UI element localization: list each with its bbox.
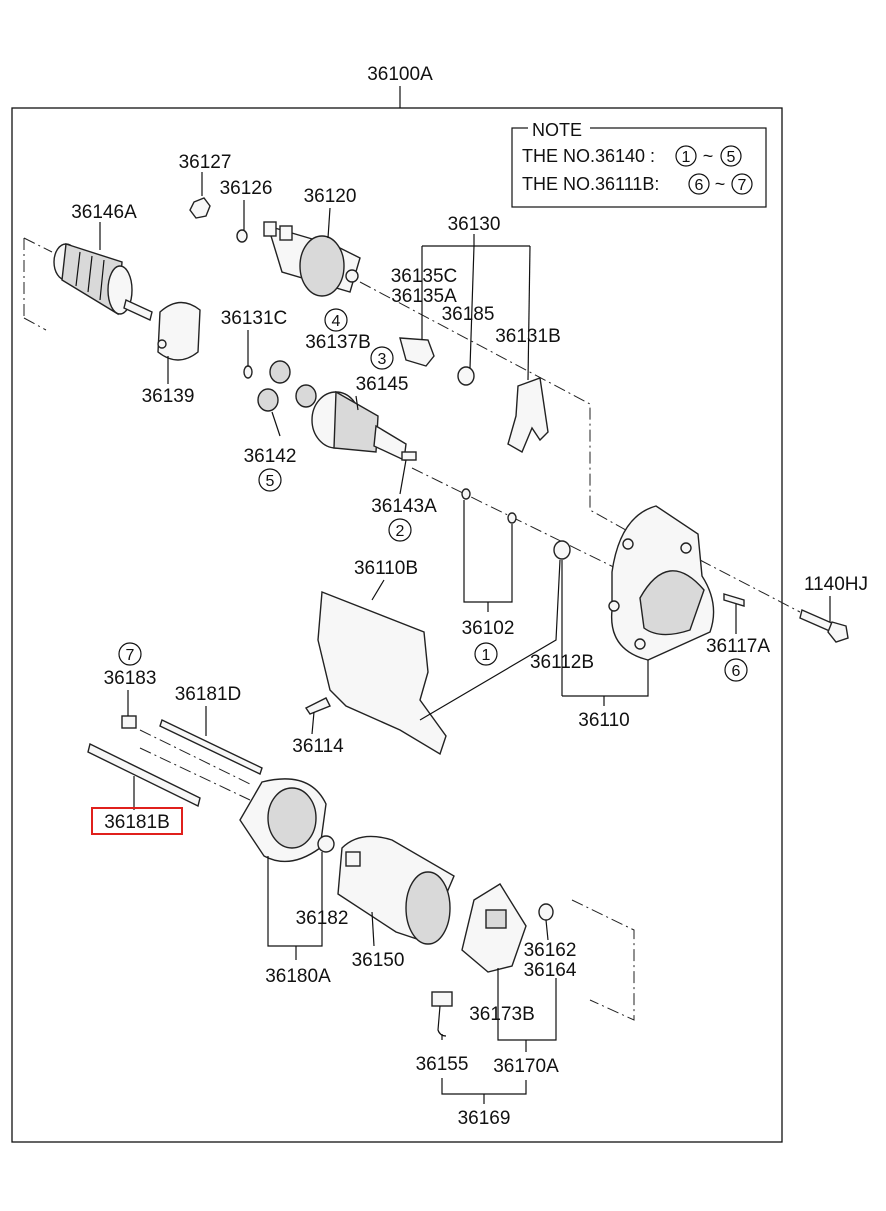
label-36100A: 36100A xyxy=(367,64,433,85)
label-36170A: 36170A xyxy=(493,1056,559,1077)
label-36127: 36127 xyxy=(179,152,232,173)
callout-1: 1 xyxy=(482,647,491,664)
leader-lines xyxy=(99,172,831,1104)
label-36114: 36114 xyxy=(292,736,344,757)
brush-holder-36170A xyxy=(461,883,527,973)
label-36180A: 36180A xyxy=(265,966,331,987)
label-36173B: 36173B xyxy=(469,1004,535,1025)
callout-3: 3 xyxy=(378,351,387,368)
solenoid-36120 xyxy=(263,221,361,297)
label-36117A: 36117A xyxy=(706,636,770,657)
lever-36131B xyxy=(507,377,549,454)
plate-36139 xyxy=(157,301,201,361)
label-36182: 36182 xyxy=(296,908,349,929)
connector-36155 xyxy=(431,991,453,1037)
label-36181D: 36181D xyxy=(175,684,242,705)
ring-36131C xyxy=(243,365,253,379)
clip-36102b xyxy=(507,512,517,524)
bushing-36112B xyxy=(553,540,571,560)
note-line1-to: 5 xyxy=(727,149,736,166)
label-36126: 36126 xyxy=(220,178,273,199)
label-36135C: 36135C xyxy=(391,266,458,287)
note-line1-sep: ~ xyxy=(703,146,714,166)
lever-36135C xyxy=(399,337,435,367)
label-36155: 36155 xyxy=(416,1054,469,1075)
label-1140HJ: 1140HJ xyxy=(804,574,868,595)
bolt-1140HJ xyxy=(799,609,849,643)
label-36131B: 36131B xyxy=(495,326,561,347)
label-36183: 36183 xyxy=(104,668,157,689)
label-36120: 36120 xyxy=(304,186,357,207)
label-36146A: 36146A xyxy=(71,202,137,223)
rear-housing-36180A xyxy=(239,778,327,863)
bolt-36117A xyxy=(723,593,745,607)
note-box: NOTE THE NO.36140 : 1 ~ 5 THE NO.36111B:… xyxy=(511,119,767,208)
spring-36185 xyxy=(457,366,475,386)
note-title: NOTE xyxy=(532,120,582,140)
label-36150: 36150 xyxy=(352,950,405,971)
label-36112B: 36112B xyxy=(530,652,594,673)
callout-4: 4 xyxy=(332,313,341,330)
note-line2-to: 7 xyxy=(738,177,747,194)
label-36143A: 36143A xyxy=(371,496,437,517)
washer-36126 xyxy=(236,229,248,243)
callout-7: 7 xyxy=(126,647,135,664)
armature-36146A xyxy=(53,243,153,321)
bushing-36182 xyxy=(317,835,335,853)
plate-36110B xyxy=(317,591,447,756)
part-labels: 36127 36126 36120 36146A 36130 36135C 36… xyxy=(71,152,868,1129)
yoke-36150 xyxy=(337,835,455,945)
label-36110B: 36110B xyxy=(354,558,418,579)
label-36164: 36164 xyxy=(524,960,577,981)
label-36131C: 36131C xyxy=(221,308,288,329)
bolt-36183 xyxy=(121,715,137,729)
label-36185: 36185 xyxy=(442,304,495,325)
label-36181B: 36181B xyxy=(104,812,170,833)
bolt-36181B xyxy=(87,742,201,808)
highlight-box-36181B xyxy=(91,807,183,835)
callouts: 4 3 5 2 1 7 6 xyxy=(118,308,748,682)
bolt-36181D xyxy=(159,719,263,775)
note-line2-prefix: THE NO.36111B: xyxy=(522,174,659,194)
screw-36114 xyxy=(304,697,331,715)
clutch-36145 xyxy=(311,390,417,462)
label-36135A: 36135A xyxy=(391,286,457,307)
label-36137B: 36137B xyxy=(305,332,371,353)
label-36145: 36145 xyxy=(356,374,409,395)
callout-5: 5 xyxy=(266,473,275,490)
label-36110: 36110 xyxy=(578,710,629,731)
label-36102: 36102 xyxy=(462,618,515,639)
note-line1-prefix: THE NO.36140 : xyxy=(522,146,655,166)
note-line1-from: 1 xyxy=(682,149,691,166)
label-36169: 36169 xyxy=(458,1108,511,1129)
clip-36102a xyxy=(461,488,471,500)
nut-36127 xyxy=(189,197,211,219)
assembly-frame xyxy=(11,107,783,1143)
spring-36162 xyxy=(538,903,554,921)
label-36162: 36162 xyxy=(524,940,577,961)
label-36142: 36142 xyxy=(244,446,297,467)
note-line2-from: 6 xyxy=(695,177,704,194)
note-line2-sep: ~ xyxy=(715,174,726,194)
callout-6: 6 xyxy=(732,663,741,680)
callout-2: 2 xyxy=(396,523,405,540)
gears-36142 xyxy=(257,360,317,412)
label-36130: 36130 xyxy=(448,214,501,235)
label-36139: 36139 xyxy=(142,386,195,407)
front-housing-36110 xyxy=(608,505,715,661)
